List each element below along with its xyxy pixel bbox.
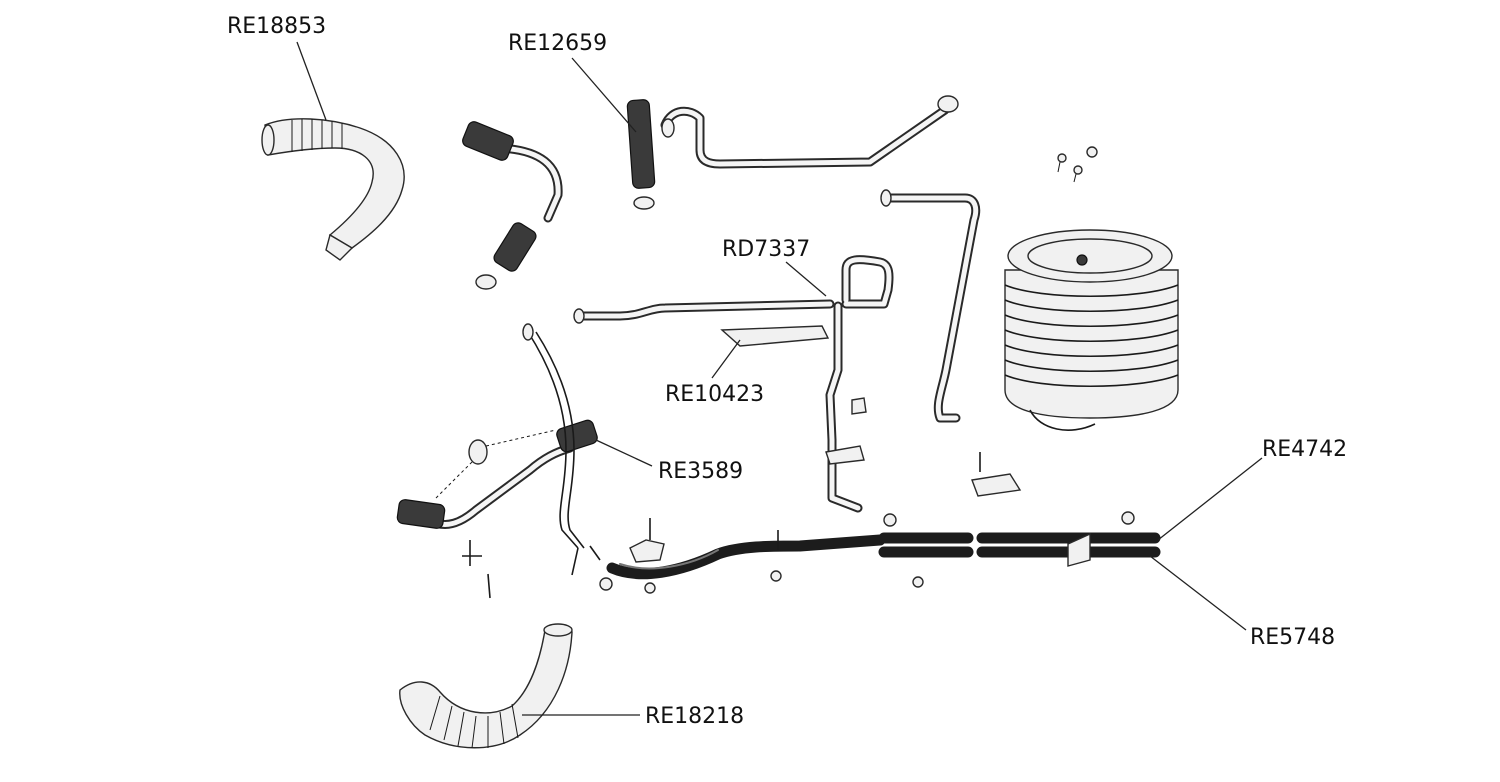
small-fixings xyxy=(1057,146,1098,183)
label-re10423: RE10423 xyxy=(665,382,764,407)
label-re12659: RE12659 xyxy=(508,31,607,56)
pipe-re12659 xyxy=(626,95,959,210)
leader-re4742 xyxy=(1157,457,1263,541)
leader-re10423 xyxy=(711,339,741,379)
label-re3589: RE3589 xyxy=(658,459,743,484)
cooler-feed-pipe xyxy=(880,189,981,423)
leader-re12659 xyxy=(571,57,637,133)
leader-re5748 xyxy=(1149,555,1247,631)
pipe-rd7337 xyxy=(573,255,894,513)
leader-rd7337 xyxy=(785,261,827,297)
oil-cooler xyxy=(1004,229,1179,431)
elbow-pipe-assembly xyxy=(462,121,563,290)
leader-re18853 xyxy=(296,41,327,121)
callout-labels: RE18853 RE12659 RD7337 RE10423 RE3589 RE… xyxy=(227,14,1347,729)
label-rd7337: RD7337 xyxy=(722,237,810,262)
hose-re18853 xyxy=(261,118,405,261)
leader-re3589 xyxy=(595,439,653,467)
leader-lines xyxy=(296,41,1263,716)
label-re18218: RE18218 xyxy=(645,704,744,729)
pipe-re3589 xyxy=(396,323,601,599)
hose-run xyxy=(599,452,1161,594)
label-re4742: RE4742 xyxy=(1262,437,1347,462)
label-re18853: RE18853 xyxy=(227,14,326,39)
hose-re18218 xyxy=(399,623,573,749)
label-re5748: RE5748 xyxy=(1250,625,1335,650)
